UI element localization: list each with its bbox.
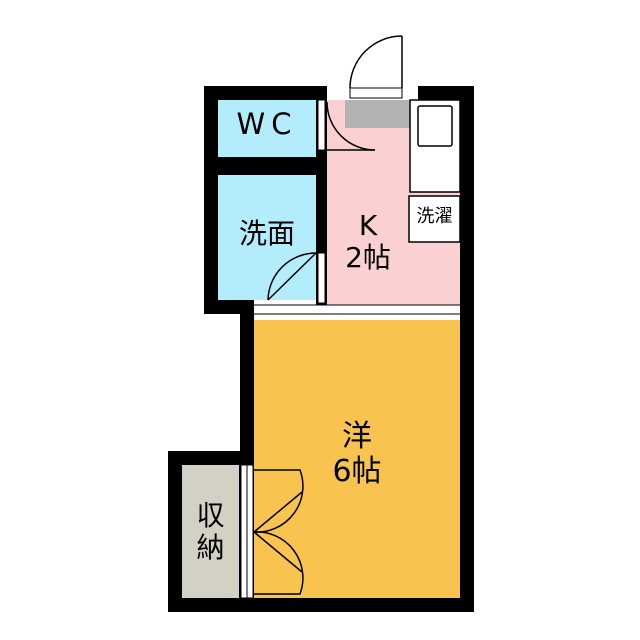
storage-label: 収 納 (182, 499, 239, 565)
storage-label-bottom: 納 (196, 531, 225, 565)
laundry-label: 洗濯 (416, 206, 453, 227)
western-label-size: 6帖 (332, 453, 382, 489)
kitchen-label-size: 2帖 (345, 241, 391, 275)
entrance-door (349, 35, 403, 89)
western-room (254, 320, 460, 598)
kitchen-counter (345, 99, 461, 193)
washroom-door (267, 252, 317, 301)
sink-icon (345, 100, 415, 128)
western-label-name: 洋 (342, 419, 372, 454)
walls (168, 86, 474, 612)
storage-room (182, 465, 239, 598)
washroom-label: 洗面 (238, 217, 295, 250)
washroom-room (218, 175, 316, 300)
wc-room (218, 100, 316, 157)
storage-label-top: 収 (196, 499, 225, 532)
wc-label: WC (236, 107, 298, 141)
laundry-space (408, 195, 461, 243)
kitchen-label-name: K (358, 209, 378, 242)
kitchen-label: K 2帖 (327, 209, 409, 275)
wc-door (326, 101, 376, 151)
storage-doors (253, 469, 304, 595)
stove-icon (417, 105, 453, 147)
western-label: 洋 6帖 (254, 419, 460, 489)
